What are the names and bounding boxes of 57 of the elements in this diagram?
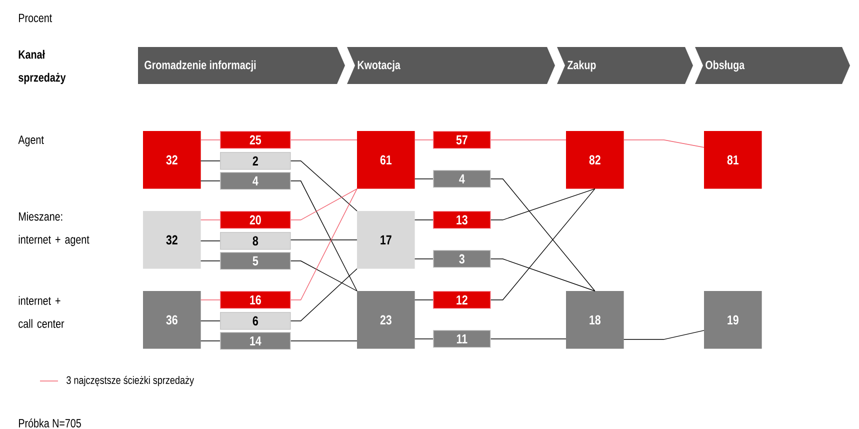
- value-box: 23: [357, 291, 415, 349]
- connector-line: [200, 180, 220, 182]
- value-bar: 5: [220, 252, 291, 270]
- value-bar: 57: [433, 131, 491, 149]
- row-label: Agent: [18, 136, 44, 146]
- connector-line: [200, 320, 220, 322]
- value-bar: 16: [220, 291, 291, 309]
- header-label: Kanał sprzedaży: [18, 50, 66, 84]
- value-bar: 4: [433, 170, 491, 188]
- note-text: Próbka N=705: [19, 418, 81, 428]
- connector-line: [490, 178, 596, 292]
- value-bar: 25: [220, 131, 291, 149]
- value-bar: 12: [433, 291, 491, 309]
- connector-line: [623, 330, 704, 340]
- value-box: 82: [566, 131, 624, 189]
- value-bar: 6: [220, 312, 291, 330]
- connector-line: [414, 258, 434, 260]
- connector-line: [414, 178, 434, 180]
- note-text: Procent: [19, 14, 52, 22]
- stage-band: Gromadzenie informacji: [138, 47, 345, 84]
- value-bar: 4: [220, 172, 291, 190]
- value-box: 19: [704, 291, 762, 349]
- connector-line: [490, 338, 566, 340]
- value-box: 32: [143, 211, 201, 269]
- value-box: 81: [704, 131, 762, 189]
- connector-line: [490, 188, 596, 220]
- connector-line: [490, 258, 596, 292]
- row-label: internet + call center: [18, 296, 64, 328]
- value-box: 36: [143, 291, 201, 349]
- value-bar: 8: [220, 232, 291, 250]
- value-box: 17: [357, 211, 415, 269]
- value-bar: 20: [220, 211, 291, 229]
- value-bar: 13: [433, 211, 491, 229]
- connector-line: [490, 188, 596, 300]
- connector-line: [290, 268, 358, 322]
- connector-line: [290, 340, 358, 342]
- row-label: Mieszane: internet + agent: [18, 212, 90, 246]
- connector-line: [290, 160, 358, 212]
- connector-line: [414, 338, 434, 340]
- value-box: 61: [357, 131, 415, 189]
- value-box: 32: [143, 131, 201, 189]
- connector-line: [200, 240, 220, 242]
- stage-band: Zakup: [557, 47, 693, 84]
- value-bar: 14: [220, 332, 291, 350]
- value-bar: 3: [433, 250, 491, 268]
- connector-line: [200, 160, 220, 162]
- value-bar: 11: [433, 330, 491, 348]
- stage-band: Kwotacja: [347, 47, 555, 84]
- value-box: 18: [566, 291, 624, 349]
- connector-line: [290, 188, 358, 220]
- legend-text: 3 najczęstsze ścieżki sprzedaży: [66, 376, 194, 386]
- connector-line: [623, 140, 704, 148]
- value-bar: 2: [220, 152, 291, 170]
- connector-line: [290, 260, 358, 292]
- connector-line: [200, 260, 220, 262]
- connector-line: [200, 340, 220, 342]
- stage-band: Obsługa: [695, 47, 850, 84]
